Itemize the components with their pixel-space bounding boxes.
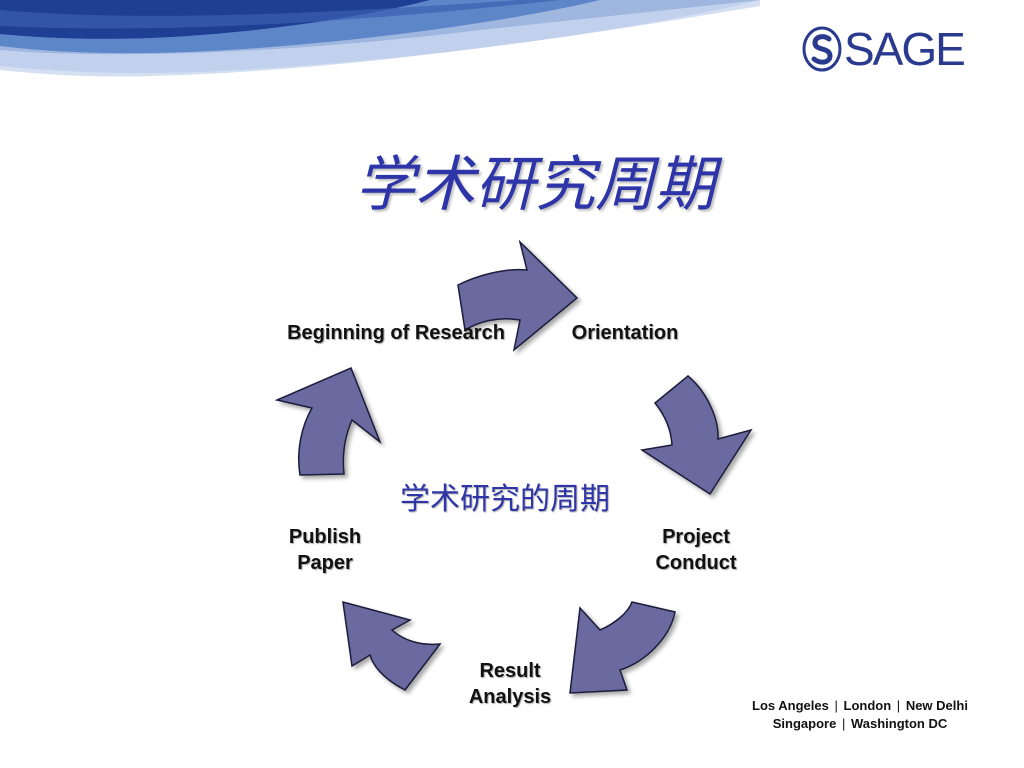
header-swoosh: [0, 0, 760, 77]
footer-city: Singapore: [772, 716, 837, 731]
step-label-line2: Paper: [297, 552, 353, 574]
step-label-line1: Result: [479, 660, 541, 682]
step-label: Orientation: [571, 322, 679, 344]
step-publish-paper: Publish Paper: [265, 524, 385, 576]
footer-locations: Los Angeles | London | New Delhi Singapo…: [720, 697, 1000, 733]
footer-line-1: Los Angeles | London | New Delhi: [720, 697, 1000, 715]
footer-city: London: [843, 698, 892, 713]
footer-city: Los Angeles: [752, 698, 829, 713]
step-beginning-of-research: Beginning of Research: [270, 320, 522, 346]
cycle-arrow-5: [274, 367, 382, 476]
footer-line-2: Singapore | Washington DC: [720, 715, 1000, 733]
logo-text: SAGE: [844, 23, 966, 75]
step-project-conduct: Project Conduct: [636, 524, 756, 576]
footer-separator: |: [841, 716, 846, 731]
footer-separator: |: [834, 698, 838, 713]
step-label-line1: Publish: [288, 526, 362, 548]
footer-city: Washington DC: [850, 716, 948, 731]
step-result-analysis: Result Analysis: [450, 658, 570, 710]
cycle-arrow-2: [639, 375, 753, 496]
footer-separator: |: [896, 698, 901, 713]
cycle-arrow-1: [457, 239, 579, 352]
footer-city: New Delhi: [905, 698, 968, 713]
cycle-center-label: 学术研究的周期: [400, 482, 610, 517]
step-label-line1: Project: [662, 526, 730, 548]
step-label: Beginning of Research: [287, 322, 505, 344]
sage-logo: SAGE: [802, 23, 966, 75]
cycle-arrow-3: [569, 601, 676, 694]
sage-s-circle-icon: [802, 26, 842, 72]
step-orientation: Orientation: [560, 320, 690, 346]
cycle-arrow-4: [342, 600, 442, 691]
step-label-line2: Conduct: [655, 552, 737, 574]
page-title: 学术研究周期: [355, 150, 715, 220]
step-label-line2: Analysis: [468, 686, 552, 708]
